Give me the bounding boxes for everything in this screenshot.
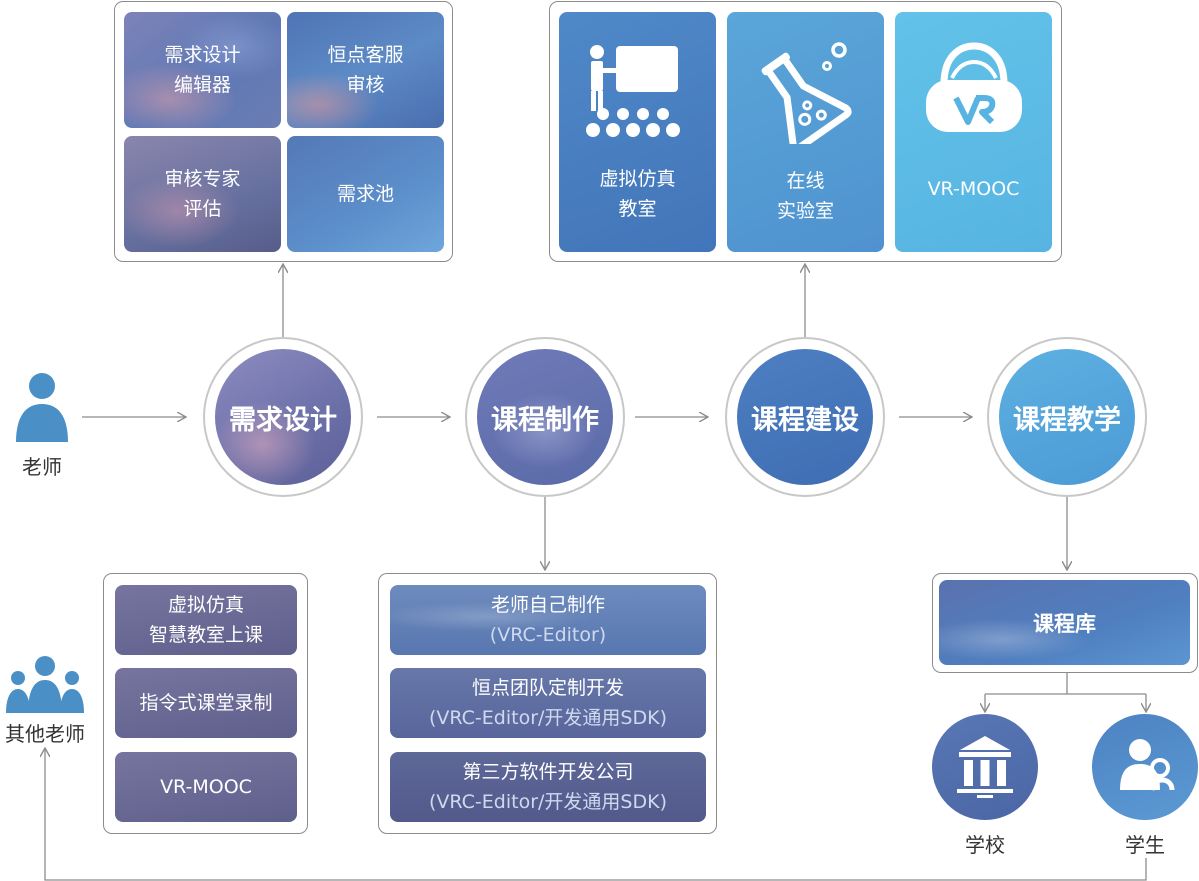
course-library-tile[interactable]: 课程库 bbox=[939, 580, 1190, 665]
flow-step-teaching[interactable]: 课程教学 bbox=[987, 337, 1147, 497]
tile-line2: (VRC-Editor/开发通用SDK) bbox=[429, 707, 667, 729]
tile-line1: 指令式课堂录制 bbox=[139, 692, 273, 714]
tile-line2: 实验室 bbox=[776, 200, 834, 222]
teacher-label: 老师 bbox=[22, 455, 62, 479]
design-panel: 需求设计 编辑器 恒点客服 审核 审核专家 评估 需求池 bbox=[114, 1, 453, 262]
course-library-panel: 课程库 bbox=[932, 573, 1198, 673]
vr-headset-icon bbox=[925, 42, 1022, 132]
flow-step-build[interactable]: 课程建设 bbox=[725, 337, 885, 497]
tile-line1: 需求池 bbox=[336, 183, 394, 205]
tile-line1: 虚拟仿真 bbox=[599, 168, 676, 190]
other-teacher-panel: 虚拟仿真 智慧教室上课 指令式课堂录制 VR-MOOC bbox=[103, 573, 308, 834]
production-panel: 老师自己制作 (VRC-Editor) 恒点团队定制开发 (VRC-Editor… bbox=[378, 573, 717, 834]
tile-line1: 虚拟仿真 bbox=[167, 594, 244, 616]
customer-service-review-tile[interactable]: 恒点客服 审核 bbox=[287, 12, 444, 128]
tile-line1: 老师自己制作 bbox=[490, 594, 605, 616]
vr-mooc-tile[interactable]: VR-MOOC bbox=[895, 12, 1052, 252]
team-custom-tile[interactable]: 恒点团队定制开发 (VRC-Editor/开发通用SDK) bbox=[390, 668, 706, 738]
requirement-pool-tile[interactable]: 需求池 bbox=[287, 136, 444, 252]
tile-line1: 在线 bbox=[786, 170, 825, 192]
tile-line2: 评估 bbox=[183, 198, 222, 220]
online-lab-tile[interactable]: 在线 实验室 bbox=[727, 12, 884, 252]
classroom-icon bbox=[585, 45, 680, 137]
students-node[interactable] bbox=[1092, 714, 1198, 820]
command-recording-tile[interactable]: 指令式课堂录制 bbox=[115, 668, 297, 738]
flask-icon bbox=[761, 42, 852, 144]
flow-step-production-label: 课程制作 bbox=[477, 349, 613, 485]
students-label: 学生 bbox=[1125, 833, 1165, 857]
teacher-icon bbox=[16, 373, 68, 442]
self-made-tile[interactable]: 老师自己制作 (VRC-Editor) bbox=[390, 585, 706, 655]
design-editor-tile[interactable]: 需求设计 编辑器 bbox=[124, 12, 281, 128]
tile-line1: VR-MOOC bbox=[927, 178, 1020, 200]
flow-step-production[interactable]: 课程制作 bbox=[465, 337, 625, 497]
school-label: 学校 bbox=[965, 833, 1005, 857]
students-icon bbox=[1120, 739, 1175, 791]
other-teachers-icon bbox=[6, 656, 84, 713]
tile-line1: 第三方软件开发公司 bbox=[462, 761, 634, 783]
tile-line1: VR-MOOC bbox=[160, 776, 252, 798]
tile-line2: 编辑器 bbox=[173, 74, 231, 96]
build-panel: 虚拟仿真 教室 在线 实验室 VR-MOOC bbox=[549, 1, 1062, 262]
vr-mooc-small-tile[interactable]: VR-MOOC bbox=[115, 752, 297, 822]
flow-step-design[interactable]: 需求设计 bbox=[203, 337, 363, 497]
tile-line2: 审核 bbox=[346, 74, 385, 96]
tile-line1: 恒点团队定制开发 bbox=[471, 677, 624, 699]
tile-line2: 智慧教室上课 bbox=[148, 624, 263, 646]
tile-line1: 恒点客服 bbox=[327, 44, 404, 66]
arrow-return-to-other-teachers bbox=[45, 748, 1147, 881]
expert-review-tile[interactable]: 审核专家 评估 bbox=[124, 136, 281, 252]
school-node[interactable] bbox=[932, 714, 1038, 820]
other-teachers-label: 其他老师 bbox=[5, 722, 85, 746]
tile-line1: 需求设计 bbox=[164, 44, 241, 66]
flow-step-design-label: 需求设计 bbox=[215, 349, 351, 485]
tile-line2: (VRC-Editor/开发通用SDK) bbox=[429, 791, 667, 813]
school-icon bbox=[957, 736, 1013, 798]
tile-line1: 审核专家 bbox=[164, 168, 241, 190]
flow-step-build-label: 课程建设 bbox=[737, 349, 873, 485]
third-party-tile[interactable]: 第三方软件开发公司 (VRC-Editor/开发通用SDK) bbox=[390, 752, 706, 822]
vr-smart-classroom-tile[interactable]: 虚拟仿真 智慧教室上课 bbox=[115, 585, 297, 655]
flow-step-teaching-label: 课程教学 bbox=[999, 349, 1135, 485]
tile-line2: 教室 bbox=[618, 198, 657, 220]
virtual-classroom-tile[interactable]: 虚拟仿真 教室 bbox=[559, 12, 716, 252]
tile-line2: (VRC-Editor) bbox=[489, 624, 607, 646]
